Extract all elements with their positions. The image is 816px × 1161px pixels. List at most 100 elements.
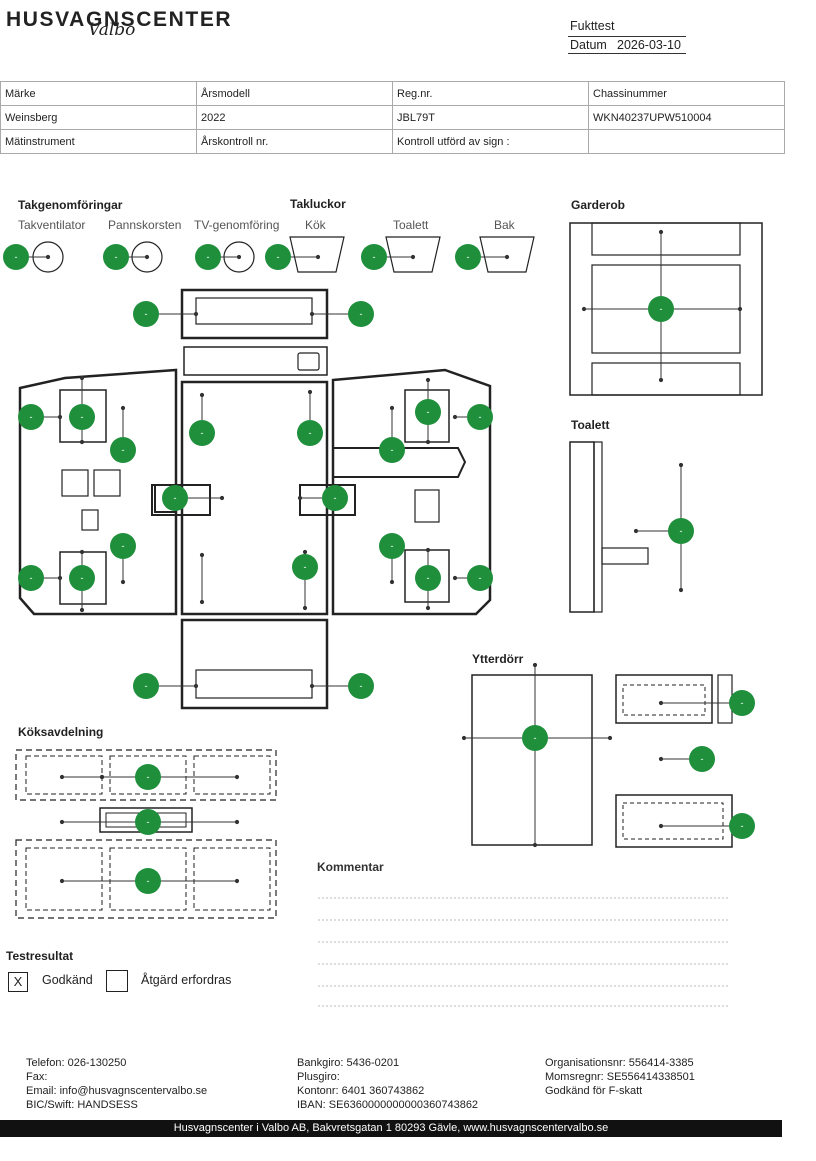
measure-point-dot: [3, 244, 29, 270]
measure-point-label: -: [427, 407, 430, 417]
measure-line-end: [199, 552, 205, 558]
measure-point-dot: [195, 244, 221, 270]
footer-bank: Bankgiro: 5436-0201 Plusgiro: Kontonr: 6…: [297, 1056, 478, 1112]
company-logo-sub: Valbo: [88, 20, 136, 40]
footer-orgnr: Organisationsnr: 556414-3385: [545, 1057, 694, 1069]
socket-outline: [81, 509, 99, 531]
measure-line-end: [144, 254, 150, 260]
measure-point-marker: -: [348, 301, 374, 327]
measure-point-marker: -: [415, 565, 441, 591]
measure-point-marker: -: [3, 244, 29, 270]
measure-point-dot: [135, 868, 161, 894]
table-cell: Weinsberg: [0, 105, 197, 130]
outer-door-window-top: [615, 674, 713, 724]
footer-ftax: Godkänd för F-skatt: [545, 1085, 643, 1097]
measure-point-label: -: [30, 573, 33, 583]
measure-point-label: -: [373, 252, 376, 262]
measure-point-dot: [110, 533, 136, 559]
measure-line-end: [302, 605, 308, 611]
approved-label: Godkänd: [42, 973, 93, 987]
table-cell: Kontroll utförd av sign :: [392, 129, 589, 154]
table-cell: Chassinummer: [588, 81, 785, 106]
vehicle-info-table: Märke Årsmodell Reg.nr. Chassinummer Wei…: [0, 81, 785, 154]
measure-point-marker: -: [110, 533, 136, 559]
measure-point-marker: -: [135, 764, 161, 790]
approved-checkbox[interactable]: X: [8, 972, 28, 992]
measure-point-label: -: [201, 428, 204, 438]
roof-penetrations-heading: Takgenomföringar: [18, 198, 123, 212]
right-wall-outline: [331, 368, 492, 616]
measure-point-label: -: [467, 252, 470, 262]
footer-plusgiro: Plusgiro:: [297, 1071, 340, 1083]
measure-point-marker: -: [162, 485, 188, 511]
kitchen-heading: Köksavdelning: [18, 725, 104, 739]
measure-line-end: [234, 819, 240, 825]
measure-point-label: -: [479, 573, 482, 583]
measure-point-dot: [322, 485, 348, 511]
measure-point-dot: [18, 565, 44, 591]
measure-point-label: -: [360, 309, 363, 319]
action-required-checkbox[interactable]: [106, 970, 128, 992]
measure-point-label: -: [534, 733, 537, 743]
company-logo: HUSVAGNSCENTER: [6, 8, 233, 31]
front-locker-outline: [183, 346, 328, 376]
measure-point-dot: [292, 554, 318, 580]
measure-point-marker: -: [415, 399, 441, 425]
toilet-floor-outline: [601, 547, 649, 565]
measure-point-dot: [297, 420, 323, 446]
measure-point-dot: [133, 673, 159, 699]
footer-account: Kontonr: 6401 360743862: [297, 1085, 425, 1097]
outer-door-outline: [471, 674, 593, 846]
table-cell: Årsmodell: [196, 81, 393, 106]
comment-lines: [318, 897, 730, 1007]
measure-point-marker: -: [18, 404, 44, 430]
measure-point-marker: -: [189, 420, 215, 446]
right-wall-ledge: [332, 447, 467, 478]
footer-email: Email: info@husvagnscentervalbo.se: [26, 1085, 208, 1097]
measure-point-label: -: [391, 445, 394, 455]
measure-line-end: [425, 547, 431, 553]
measure-line-end: [193, 311, 199, 317]
measure-line-end: [219, 495, 225, 501]
measure-point-marker: -: [322, 485, 348, 511]
measure-point-dot: [522, 725, 548, 751]
chimney-label: Pannskorsten: [108, 218, 182, 232]
measure-line-end: [79, 549, 85, 555]
rear-wall-outline: [180, 618, 329, 710]
measure-point-marker: -: [729, 690, 755, 716]
measure-point-label: -: [147, 876, 150, 886]
kitchen-upper-cabinets: [15, 749, 277, 801]
measure-point-label: -: [81, 573, 84, 583]
measure-point-dot: [18, 404, 44, 430]
measure-point-marker: -: [467, 565, 493, 591]
measure-point-dot: [69, 404, 95, 430]
footer-contact: Telefon: 026-130250 Fax: Email: info@hus…: [26, 1056, 207, 1112]
measure-line-end: [59, 878, 65, 884]
measure-point-label: -: [680, 526, 683, 536]
outer-door-heading: Ytterdörr: [472, 652, 524, 666]
footer-iban: IBAN: SE6360000000000360743862: [297, 1099, 479, 1111]
hatch-toilet-outline: [385, 236, 441, 273]
measure-point-marker: -: [195, 244, 221, 270]
measure-line-end: [193, 683, 199, 689]
measure-point-marker: -: [729, 813, 755, 839]
measure-line-end: [59, 819, 65, 825]
measure-point-label: -: [115, 252, 118, 262]
table-cell: [588, 129, 785, 154]
measure-point-dot: [103, 244, 129, 270]
measure-line-end: [452, 575, 458, 581]
kitchen-cabinet: [193, 847, 271, 911]
measure-point-dot: [467, 404, 493, 430]
measure-line-end: [79, 375, 85, 381]
toilet-wall-outline: [569, 441, 595, 613]
measure-line-end: [658, 700, 664, 706]
measure-line-end: [297, 495, 303, 501]
measure-line-end: [309, 683, 315, 689]
measure-line-end: [234, 774, 240, 780]
wardrobe-heading: Garderob: [571, 198, 626, 212]
measure-line-end: [389, 405, 395, 411]
measure-line-end: [633, 528, 639, 534]
footer-bankgiro: Bankgiro: 5436-0201: [297, 1057, 400, 1069]
measure-line-end: [120, 579, 126, 585]
